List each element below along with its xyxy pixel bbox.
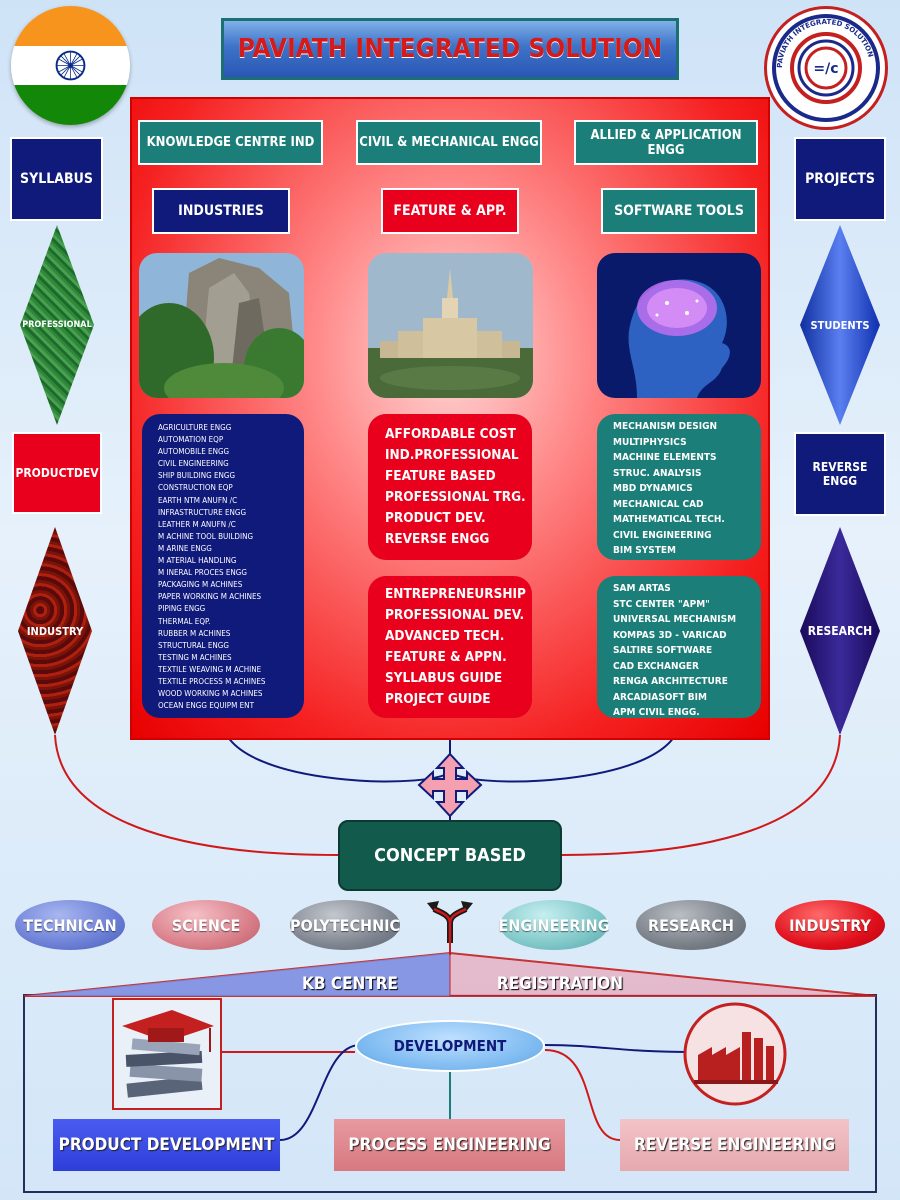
registration-label: REGISTRATION (496, 974, 624, 994)
logo-center-text: =/c (813, 61, 838, 77)
industry-list-item: TESTING M ACHINES (158, 652, 232, 662)
software-list-item: MBD DYNAMICS (613, 483, 693, 494)
feature-app-box: FEATURE & APP. (381, 188, 519, 234)
feature-list-item: ADVANCED TECH. (385, 628, 505, 644)
category-industry: INDUSTRY (775, 900, 885, 950)
software-list-item: APM CIVIL ENGG. (613, 707, 700, 718)
reverse-engineering-box: REVERSE ENGINEERING (620, 1119, 849, 1171)
industry-list-item: CIVIL ENGINEERING (158, 459, 229, 469)
software-list-item: ARCADIASOFT BIM (613, 691, 707, 703)
industry-list-item: TEXTILE WEAVING M ACHINE (158, 664, 262, 674)
industry-list-item: AUTOMOBILE ENGG (158, 447, 230, 457)
india-flag-icon (11, 6, 130, 125)
rock-landscape-image (139, 253, 304, 398)
industry-list-item: M ACHINE TOOL BUILDING (158, 531, 254, 541)
category-science: SCIENCE (152, 900, 260, 950)
fork-arrow-icon (427, 901, 473, 943)
industry-list-item: RUBBER M ACHINES (158, 628, 231, 638)
category-technican: TECHNICAN (15, 900, 125, 950)
software-list-item: CAD EXCHANGER (613, 660, 699, 672)
allied-application-box: ALLIED & APPLICATION ENGG (574, 120, 758, 165)
category-research: RESEARCH (636, 900, 746, 950)
students-diamond: STUDENTS (800, 225, 880, 425)
industry-list-item: INFRASTRUCTURE ENGG (158, 507, 247, 517)
process-engineering-box: PROCESS ENGINEERING (334, 1119, 565, 1171)
industry-list-item: EARTH NTM ANUFN /C (158, 495, 238, 505)
industry-list-item: TEXTILE PROCESS M ACHINES (158, 676, 266, 686)
software-list-item: MULTIPHYSICS (613, 436, 687, 448)
productdev-box: PRODUCTDEV (12, 432, 102, 514)
software-list-item: STC CENTER "APM" (613, 598, 710, 610)
knowledge-centre-box: KNOWLEDGE CENTRE IND (138, 120, 323, 165)
industry-list-item: STRUCTURAL ENGG (158, 640, 229, 650)
professional-diamond: PROFESSIONAL (20, 225, 94, 425)
feature-list-item: PRODUCT DEV. (385, 510, 486, 526)
category-polytechnic: POLYTECHNIC (290, 900, 400, 950)
software-list-item: STRUC. ANALYSIS (613, 467, 702, 479)
software-tools-box: SOFTWARE TOOLS (601, 188, 757, 234)
factory-icon (683, 1002, 787, 1106)
projects-box: PROJECTS (794, 137, 886, 221)
product-development-box: PRODUCT DEVELOPMENT (53, 1119, 280, 1171)
software-list-1: MECHANISM DESIGN MULTIPHYSICS MACHINE ELEM… (597, 414, 761, 560)
features-list-1: AFFORDABLE COST IND.PROFESSIONAL FEATURE B… (368, 414, 532, 560)
software-list-item: SAM ARTAS (613, 583, 671, 594)
development-ellipse: DEVELOPMENT (355, 1020, 545, 1072)
software-list-item: CIVIL ENGINEERING (613, 529, 712, 541)
software-list-item: RENGA ARCHITECTURE (613, 676, 728, 687)
industry-list-item: PACKAGING M ACHINES (158, 580, 243, 590)
feature-list-item: IND.PROFESSIONAL (385, 447, 519, 463)
company-logo: PAVIATH INTEGRATED SOLUTION =/c (764, 6, 888, 130)
software-list-item: MECHANICAL CAD (613, 498, 704, 510)
concept-based-box: CONCEPT BASED (338, 820, 562, 891)
kb-centre-label: KB CENTRE (302, 974, 398, 994)
page-title: PAVIATH INTEGRATED SOLUTION (221, 18, 679, 80)
feature-list-item: ENTREPRENEURSHIP (385, 586, 526, 602)
software-list-item: UNIVERSAL MECHANISM (613, 614, 737, 625)
brain-image (597, 253, 761, 398)
industry-list-item: PAPER WORKING M ACHINES (158, 592, 262, 602)
software-list-2: SAM ARTAS STC CENTER "APM" UNIVERSAL MECHA… (597, 576, 761, 718)
industry-list-item: OCEAN ENGG EQUIPM ENT (158, 701, 254, 711)
industry-list-item: LEATHER M ANUFN /C (158, 519, 236, 529)
software-list-item: BIM SYSTEM (613, 545, 676, 556)
industry-diamond: INDUSTRY (18, 527, 92, 735)
research-diamond: RESEARCH (800, 527, 880, 735)
feature-list-item: FEATURE & APPN. (385, 649, 507, 665)
software-list-item: MATHEMATICAL TECH. (613, 514, 725, 525)
feature-list-item: PROFESSIONAL DEV. (385, 607, 525, 623)
industry-list-item: THERMAL EQP. (158, 616, 211, 626)
feature-list-item: FEATURE BASED (385, 468, 496, 484)
civil-mechanical-box: CIVIL & MECHANICAL ENGG (356, 120, 542, 165)
syllabus-box: SYLLABUS (10, 137, 103, 221)
feature-list-item: REVERSE ENGG (385, 531, 490, 547)
feature-list-item: SYLLABUS GUIDE (385, 670, 503, 686)
industry-list-item: CONSTRUCTION EQP (158, 483, 233, 493)
feature-list-item: AFFORDABLE COST (385, 426, 516, 442)
industry-list-item: AUTOMATION EQP (158, 435, 224, 445)
software-list-item: MACHINE ELEMENTS (613, 452, 717, 463)
feature-list-item: PROFESSIONAL TRG. (385, 489, 526, 505)
software-list-item: KOMPAS 3D - VARICAD (613, 629, 727, 641)
university-building-image (368, 253, 533, 398)
four-way-arrow-icon (417, 752, 483, 818)
industry-list-item: AGRICULTURE ENGG (158, 423, 232, 432)
software-list-item: SALTIRE SOFTWARE (613, 645, 713, 656)
industry-list-item: M ARINE ENGG (158, 543, 212, 553)
industry-list-item: SHIP BUILDING ENGG (158, 471, 236, 481)
industry-list-item: WOOD WORKING M ACHINES (158, 689, 263, 699)
reverse-engg-box: REVERSE ENGG (794, 432, 886, 516)
industry-list-item: M ATERIAL HANDLING (158, 556, 237, 566)
feature-list-item: PROJECT GUIDE (385, 691, 491, 707)
industry-list-item: M INERAL PROCES ENGG (158, 568, 247, 578)
features-list-2: ENTREPRENEURSHIP PROFESSIONAL DEV. ADVANCE… (368, 576, 532, 718)
books-graduation-cap-icon (112, 998, 222, 1110)
industries-box: INDUSTRIES (152, 188, 290, 234)
industry-list-item: PIPING ENGG (158, 604, 206, 614)
category-engineering: ENGINEERING (498, 900, 610, 950)
industries-list: AGRICULTURE ENGG AUTOMATION EQP AUTOMOBILE… (142, 414, 304, 718)
software-list-item: MECHANISM DESIGN (613, 421, 717, 432)
